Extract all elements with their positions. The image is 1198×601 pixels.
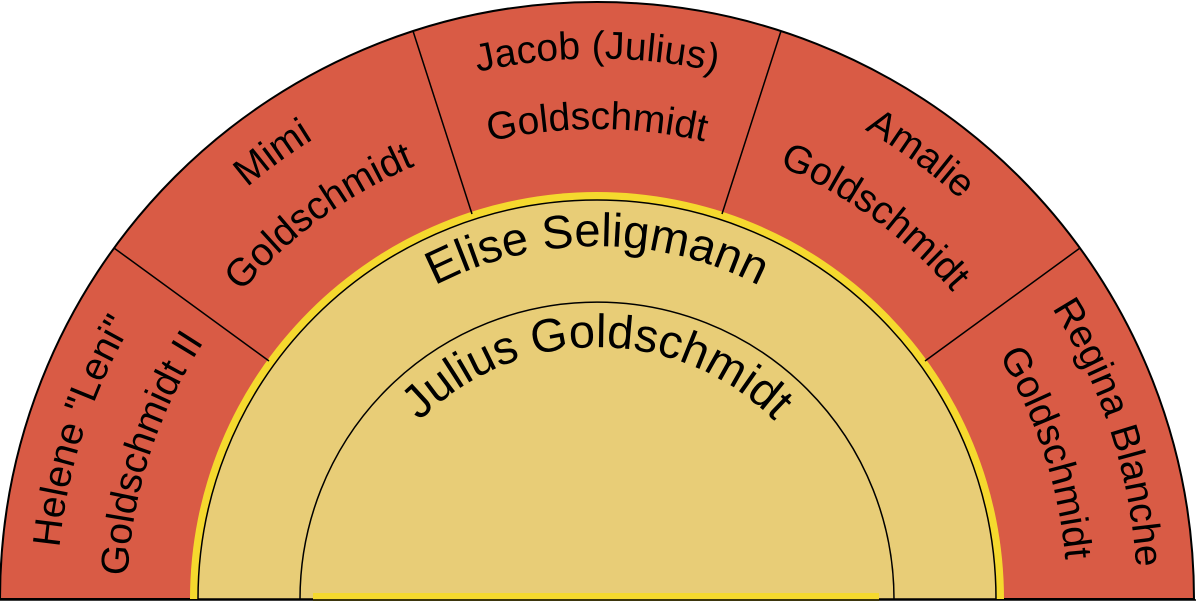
baseline-highlight [313, 593, 879, 601]
segment-dividers [113, 30, 1081, 362]
person-circle [299, 301, 895, 600]
couple-area [197, 199, 997, 600]
